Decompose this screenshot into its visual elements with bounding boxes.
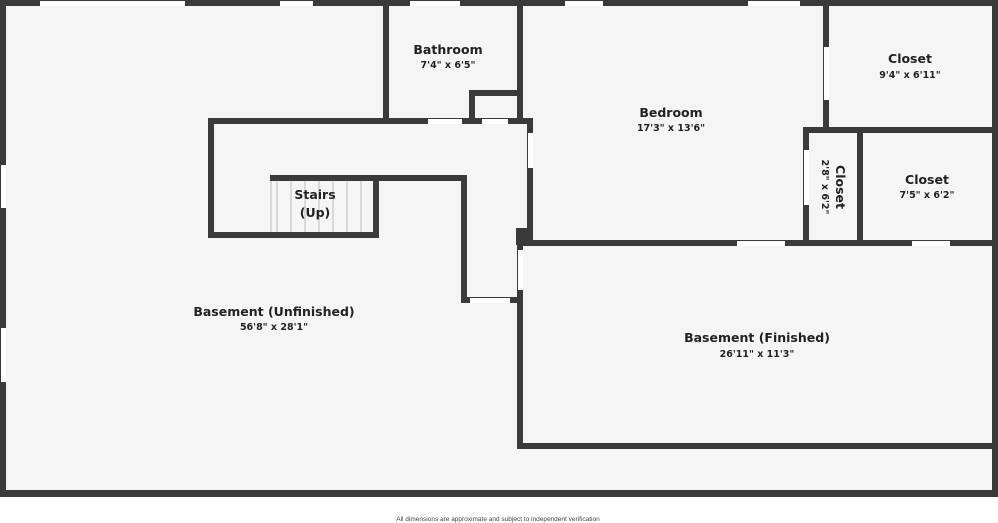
room-labels: Bathroom 7'4" x 6'5" Bedroom 17'3" x 13'… [193, 42, 954, 360]
window [565, 1, 603, 6]
doorway [518, 250, 523, 290]
bathroom-box-h [469, 90, 521, 96]
finished-wall-left [517, 240, 523, 449]
doorway [804, 150, 809, 205]
closet-2-dims: 7'5" x 6'2" [900, 190, 955, 201]
hall-wall-left [208, 118, 214, 238]
closet-3-dims: 2'8" x 6'2" [819, 160, 830, 215]
window [1, 328, 6, 382]
hall-wall-bottom [208, 232, 379, 238]
basement-finished-dims: 26'11" x 11'3" [720, 349, 795, 360]
bedroom-name: Bedroom [639, 105, 702, 120]
outer-wall-bottom [0, 490, 998, 497]
window [748, 1, 800, 6]
basement-unfinished-dims: 56'8" x 28'1" [240, 322, 308, 333]
basement-unfinished-name: Basement (Unfinished) [193, 304, 354, 319]
closet-1-dims: 9'4" x 6'11" [879, 70, 941, 81]
outer-wall-left [0, 0, 6, 497]
floor [0, 0, 998, 497]
bathroom-name: Bathroom [413, 42, 482, 57]
bathroom-wall-right [517, 0, 523, 124]
window [410, 1, 460, 6]
doorway [428, 119, 462, 124]
doorway [737, 241, 785, 246]
outer-wall-right [992, 0, 998, 497]
bathroom-wall-left [383, 0, 389, 124]
bathroom-box-v [469, 90, 475, 124]
window [1, 165, 6, 208]
stairs-name: Stairs [294, 187, 335, 202]
doorway [528, 133, 533, 168]
closet-2-name: Closet [905, 172, 949, 187]
stair-treads [270, 181, 362, 232]
openings [1, 1, 950, 382]
window [280, 1, 313, 6]
bedroom-dims: 17'3" x 13'6" [637, 123, 705, 134]
window [40, 1, 185, 6]
basement-finished-name: Basement (Finished) [684, 330, 830, 345]
hall-wall-right [527, 118, 533, 245]
disclaimer: All dimensions are approximate and subje… [396, 516, 600, 523]
closet-3-name: Closet [833, 165, 848, 209]
closet-divider [857, 127, 863, 246]
closet-1-name: Closet [888, 51, 932, 66]
stairs-direction: (Up) [300, 205, 331, 220]
doorway [824, 47, 829, 100]
corridor-wall [461, 175, 467, 303]
bathroom-dims: 7'4" x 6'5" [421, 60, 476, 71]
doorway [912, 241, 950, 246]
stairs-wall-top [270, 175, 467, 181]
doorway [470, 298, 510, 303]
outer-wall-top [0, 0, 998, 6]
doorway [482, 119, 508, 124]
stairs-wall-right [373, 175, 379, 238]
closet-wall-h [803, 127, 998, 133]
hall-wall-top [208, 118, 533, 124]
finished-wall-bottom [517, 443, 998, 449]
